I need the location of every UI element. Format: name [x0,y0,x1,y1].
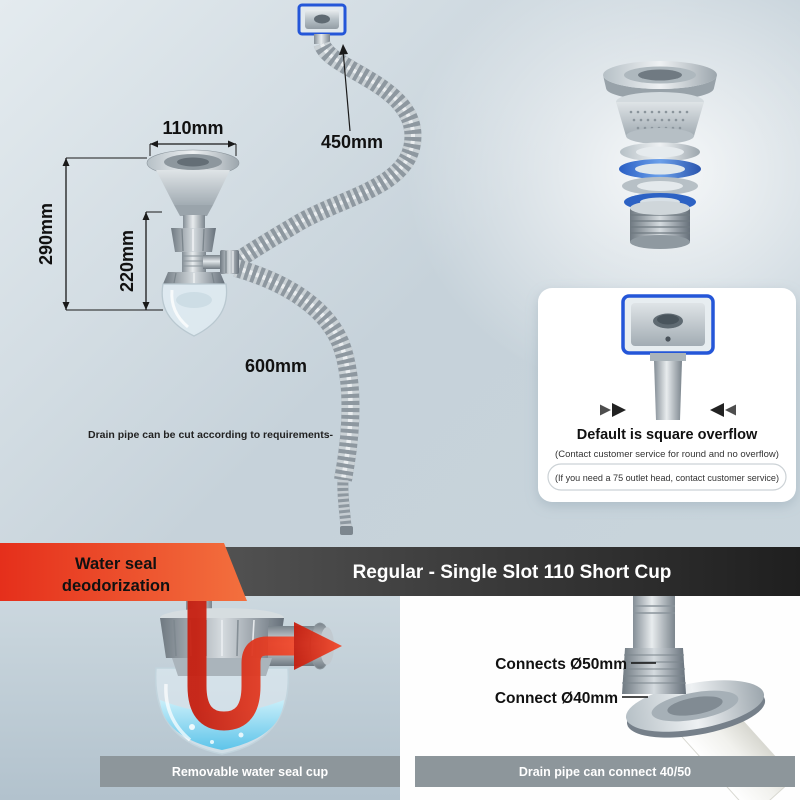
water-seal-cup-diagram [161,272,228,337]
overflow-flex-pipe [229,40,422,270]
strainer-flange-ring [603,61,717,100]
title-banner: Regular - Single Slot 110 Short Cup Wate… [0,543,800,601]
water-seal-caption-bar [100,756,400,787]
dim-290-label: 290mm [36,203,56,265]
drain-flex-pipe [233,259,360,535]
measurement-290mm: 290mm [36,157,163,311]
drain-connect-caption: Drain pipe can connect 40/50 [519,765,691,779]
overflow-panel-note2: (If you need a 75 outlet head, contact c… [555,473,779,484]
connect-50-label: Connects Ø50mm [495,656,627,673]
measurement-450mm: 450mm [321,44,383,152]
strainer-threaded-body [630,201,690,249]
strainer-exploded-view [603,61,717,249]
banner-title: Regular - Single Slot 110 Short Cup [353,562,672,583]
measurement-110mm: 110mm [149,118,237,156]
dim-220-label: 220mm [117,230,137,292]
badge-line1: Water seal [75,555,157,573]
drain-assembly-diagram: 110mm 290mm 220mm 450mm 600mm Dr [36,3,422,535]
overflow-outlet-fitting [297,3,347,44]
drain-connect-section: Connects Ø50mm Connect Ø40mm Drain pipe … [415,596,795,800]
overflow-panel-pill [547,463,787,491]
water-seal-section: Removable water seal cup [100,594,400,787]
drain-connect-caption-bar [415,756,795,787]
measurement-220mm: 220mm [117,211,162,310]
square-overflow-illustration [600,294,736,420]
overflow-panel: Default is square overflow (Contact cust… [538,288,796,502]
drain-connect-labels: Connects Ø50mm Connect Ø40mm [495,656,656,707]
water-flow-arrow [187,594,342,731]
banner-dark-strip [168,547,800,596]
overflow-panel-title: Default is square overflow [577,427,758,443]
connect-40-label: Connect Ø40mm [495,690,618,707]
strainer-mesh-basket [616,92,704,144]
dim-450-label: 450mm [321,132,383,152]
cut-note: Drain pipe can be cut according to requi… [88,429,334,441]
water-seal-caption: Removable water seal cup [172,765,329,779]
badge-line2: deodorization [62,577,170,595]
banner-red-badge [0,543,247,601]
sink-strainer [146,149,240,275]
dim-110-label: 110mm [162,118,223,138]
overflow-panel-note1: (Contact customer service for round and … [555,449,779,460]
dim-600-label: 600mm [245,356,307,376]
